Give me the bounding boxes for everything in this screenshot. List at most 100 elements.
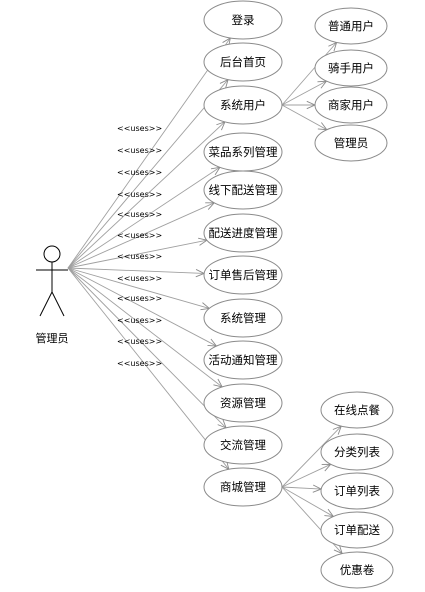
actor-administrator[interactable]: 管理员: [36, 245, 69, 345]
use-case-ellipse: [203, 425, 283, 465]
association-lines: [67, 37, 231, 471]
use-case-ellipse: [203, 383, 283, 423]
sub-association-line-order-delivery: [281, 486, 334, 517]
use-case-resource-management[interactable]: 资源管理: [203, 383, 283, 423]
use-case-ellipse: [203, 85, 283, 125]
use-case-ellipse: [203, 213, 283, 253]
sub-use-case-ellipse: [314, 86, 388, 124]
sub-association-line-rider-user: [281, 80, 327, 106]
association-line-dish-series: [67, 166, 221, 269]
use-case-mall-management[interactable]: 商城管理: [203, 467, 283, 507]
sub-use-case-rider-user[interactable]: 骑手用户: [314, 49, 388, 87]
use-case-ellipse: [203, 0, 283, 40]
use-case-ellipse: [203, 170, 283, 210]
stereotype-label: <<uses>>: [117, 337, 162, 346]
sub-use-case-category-list[interactable]: 分类列表: [320, 433, 394, 471]
sub-use-case-label: 订单配送: [334, 523, 380, 537]
use-case-label: 配送进度管理: [209, 226, 278, 240]
sub-use-case-normal-user[interactable]: 普通用户: [314, 7, 388, 45]
sub-use-case-ellipse: [320, 391, 394, 429]
use-case-system-management[interactable]: 系统管理: [203, 298, 283, 338]
stereotype-label: <<uses>>: [117, 210, 162, 219]
use-case-label: 线下配送管理: [209, 183, 278, 197]
use-case-system-users[interactable]: 系统用户: [203, 85, 283, 125]
sub-use-case-ellipse: [320, 433, 394, 471]
use-case-delivery-progress[interactable]: 配送进度管理: [203, 213, 283, 253]
sub-use-case-ellipse: [314, 124, 388, 162]
sub-use-case-order-delivery[interactable]: 订单配送: [320, 511, 394, 549]
use-case-label: 后台首页: [220, 55, 266, 69]
sub-use-case-label: 在线点餐: [334, 403, 380, 417]
sub-association-arrowhead-admin: [317, 122, 328, 131]
stereotype-label: <<uses>>: [117, 168, 162, 177]
use-case-ellipse: [203, 340, 283, 380]
use-case-activity-notice[interactable]: 活动通知管理: [203, 340, 283, 380]
stereotype-label: <<uses>>: [117, 294, 162, 303]
sub-association-arrowhead-rider-user: [317, 80, 328, 89]
use-case-label: 菜品系列管理: [209, 145, 278, 159]
use-case-offline-delivery[interactable]: 线下配送管理: [203, 170, 283, 210]
stereotype-label: <<uses>>: [117, 124, 162, 133]
use-case-dish-series[interactable]: 菜品系列管理: [203, 132, 283, 172]
association-line-mall-management: [67, 267, 230, 470]
actor-label: 管理员: [36, 331, 69, 345]
actor-right-leg: [51, 291, 65, 317]
sub-use-case-ellipse: [320, 472, 394, 510]
use-case-label: 交流管理: [220, 438, 266, 452]
use-case-ellipse: [203, 298, 283, 338]
use-case-communication[interactable]: 交流管理: [203, 425, 283, 465]
use-case-label: 登录: [232, 13, 255, 27]
association-line-offline-delivery: [67, 202, 215, 269]
sub-use-case-order-list[interactable]: 订单列表: [320, 472, 394, 510]
sub-use-case-merchant-user[interactable]: 商家用户: [314, 86, 388, 124]
stereotype-label: <<uses>>: [117, 146, 162, 155]
sub-use-case-ellipse: [314, 7, 388, 45]
sub-association-line-admin: [281, 104, 328, 131]
sub-association-line-normal-user: [281, 42, 337, 106]
association-line-communication: [67, 267, 227, 429]
sub-use-case-label: 普通用户: [328, 19, 374, 33]
sub-association-line-order-list: [281, 486, 322, 490]
use-case-dashboard[interactable]: 后台首页: [203, 42, 283, 82]
association-line-order-aftersales: [67, 267, 205, 274]
use-case-order-aftersales[interactable]: 订单售后管理: [203, 255, 283, 295]
use-case-login[interactable]: 登录: [203, 0, 283, 40]
sub-use-case-ellipse: [314, 49, 388, 87]
sub-use-case-ellipse: [320, 551, 394, 589]
stereotype-label: <<uses>>: [117, 274, 162, 283]
use-case-label: 系统管理: [220, 311, 266, 325]
sub-association-line-category-list: [281, 463, 331, 488]
use-case-label: 活动通知管理: [209, 353, 278, 367]
association-line-system-users: [67, 121, 226, 269]
use-case-label: 订单售后管理: [209, 268, 278, 282]
association-line-activity-notice: [67, 267, 217, 347]
association-line-login: [67, 37, 231, 269]
sub-use-case-coupon[interactable]: 优惠卷: [320, 551, 394, 589]
sub-use-case-ellipse: [320, 511, 394, 549]
stereotype-label: <<uses>>: [117, 359, 162, 368]
sub-use-case-admin[interactable]: 管理员: [314, 124, 388, 162]
stereotype-label: <<uses>>: [117, 252, 162, 261]
use-case-label: 系统用户: [220, 98, 266, 112]
association-line-delivery-progress: [67, 239, 208, 269]
sub-use-case-label: 管理员: [334, 136, 369, 150]
actor-head: [43, 245, 61, 263]
sub-association-arrowhead-order-delivery: [324, 508, 335, 517]
stereotype-label: <<uses>>: [117, 190, 162, 199]
stereotype-labels: <<uses>> <<uses>> <<uses>> <<uses>> <<uses>>…: [117, 124, 162, 368]
sub-use-case-label: 骑手用户: [328, 61, 374, 75]
sub-use-case-label: 订单列表: [334, 484, 380, 498]
use-case-label: 商城管理: [220, 480, 266, 494]
use-case-ellipse: [203, 42, 283, 82]
association-line-dashboard: [67, 79, 229, 269]
association-line-resource-management: [67, 267, 223, 388]
actor-left-leg: [39, 291, 53, 317]
sub-use-case-label: 优惠卷: [340, 563, 375, 577]
sub-use-case-label: 商家用户: [328, 98, 374, 112]
sub-use-case-label: 分类列表: [334, 445, 380, 459]
use-case-ellipse: [203, 255, 283, 295]
use-case-label: 资源管理: [220, 396, 266, 410]
sub-use-case-online-order[interactable]: 在线点餐: [320, 391, 394, 429]
stereotype-label: <<uses>>: [117, 316, 162, 325]
